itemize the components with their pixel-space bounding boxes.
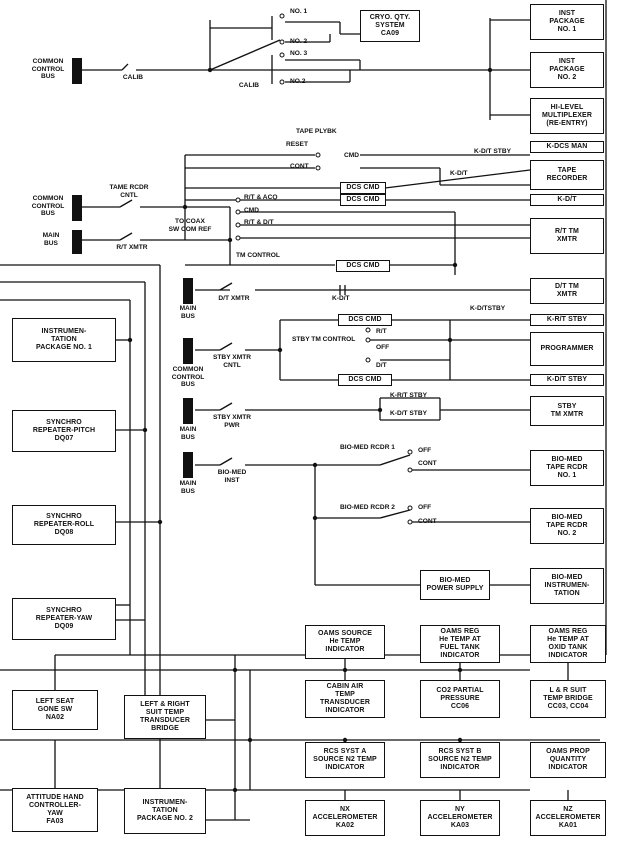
no3-label: NO. 3 — [290, 50, 308, 57]
k-dt-box: K-D/T — [530, 194, 604, 206]
relay-krt-stby: K-R/T STBY — [390, 392, 427, 399]
calib-switch-label: CALIB — [122, 74, 144, 81]
bio-med-rcdr1-label: BIO-MED RCDR 1 — [340, 444, 395, 451]
synchro-repeater-roll-box: SYNCHRO REPEATER-ROLL DQ08 — [12, 505, 116, 545]
relay-kdt2: K-D/T — [332, 295, 350, 302]
main-bus-2-label: MAIN BUS — [179, 305, 197, 320]
oams-reg-fuel-box: OAMS REG He TEMP AT FUEL TANK INDICATOR — [420, 625, 500, 663]
oams-prop-quantity-box: OAMS PROP QUANTITY INDICATOR — [530, 742, 606, 778]
k-rt-stby-box: K-R/T STBY — [530, 314, 604, 326]
cabin-air-temp-box: CABIN AIR TEMP TRANSDUCER INDICATOR — [305, 680, 385, 718]
dt-xmtr-label: D/T XMTR — [218, 295, 250, 302]
co2-partial-pressure-box: CO2 PARTIAL PRESSURE CC06 — [420, 680, 500, 718]
cmd2-label: CMD — [244, 207, 260, 214]
bio-cont1-label: CONT — [418, 460, 437, 467]
dcs-cmd-5-box: DCS CMD — [338, 374, 392, 386]
dt-label: D/T — [376, 362, 387, 369]
programmer-box: PROGRAMMER — [530, 332, 604, 366]
inst-package-1-box: INST PACKAGE NO. 1 — [530, 4, 604, 40]
common-control-bus-1 — [72, 58, 82, 84]
inst-package-2-box: INST PACKAGE NO. 2 — [530, 52, 604, 88]
to-coax-label: TO COAX SW COM REF — [168, 218, 212, 233]
main-bus-1-label: MAIN BUS — [42, 232, 60, 247]
tame-rcdr-label: TAME RCDR CNTL — [109, 184, 149, 199]
dcs-cmd-2-box: DCS CMD — [340, 194, 386, 206]
main-bus-4 — [183, 452, 193, 478]
common-control-bus-3-label: COMMON CONTROL BUS — [171, 366, 205, 388]
bio-med-inst-label: BIO-MED INST — [217, 469, 247, 484]
bio-med-instrumentation-box: BIO-MED INSTRUMEN- TATION — [530, 568, 604, 604]
synchro-repeater-yaw-box: SYNCHRO REPEATER-YAW DQ09 — [12, 598, 116, 640]
rt-label: R/T — [376, 328, 387, 335]
lr-suit-transducer-box: LEFT & RIGHT SUIT TEMP TRANSDUCER BRIDGE — [124, 695, 206, 739]
instrumentation-package-1-box: INSTRUMEN- TATION PACKAGE NO. 1 — [12, 318, 116, 362]
nz-accelerometer-box: NZ ACCELEROMETER KA01 — [530, 800, 606, 836]
off-label: OFF — [376, 344, 390, 351]
common-control-bus-2-label: COMMON CONTROL BUS — [31, 195, 65, 217]
no1-label: NO. 1 — [290, 8, 308, 15]
k-dcs-man-box: K-DCS MAN — [530, 141, 604, 153]
stby-tm-control-label: STBY TM CONTROL — [292, 336, 356, 343]
main-bus-1 — [72, 230, 82, 254]
tm-control-label: TM CONTROL — [236, 252, 280, 259]
bio-med-tape-rcdr-1-box: BIO-MED TAPE RCDR NO. 1 — [530, 450, 604, 486]
synchro-repeater-pitch-box: SYNCHRO REPEATER-PITCH DQ07 — [12, 410, 116, 452]
rt-xmtr-label: R/T XMTR — [116, 244, 148, 251]
stby-tm-xmtr-box: STBY TM XMTR — [530, 396, 604, 426]
rt-tm-xmtr-box: R/T TM XMTR — [530, 218, 604, 254]
bio-med-rcdr2-label: BIO-MED RCDR 2 — [340, 504, 395, 511]
left-seat-gone-box: LEFT SEAT GONE SW NA02 — [12, 690, 98, 730]
dcs-cmd-1-box: DCS CMD — [340, 182, 386, 194]
cmd-label: CMD — [344, 152, 360, 159]
relay-kdt-stby: K-D/T STBY — [474, 148, 511, 155]
nx-accelerometer-box: NX ACCELEROMETER KA02 — [305, 800, 385, 836]
rcs-syst-b-box: RCS SYST B SOURCE N2 TEMP INDICATOR — [420, 742, 500, 778]
bio-off2-label: OFF — [418, 504, 432, 511]
reset-label: RESET — [286, 141, 308, 148]
main-bus-4-label: MAIN BUS — [179, 480, 197, 495]
lr-suit-temp-bridge-box: L & R SUIT TEMP BRIDGE CC03, CC04 — [530, 680, 606, 718]
k-dt-stby-box: K-D/T STBY — [530, 374, 604, 386]
main-bus-3-label: MAIN BUS — [179, 426, 197, 441]
bio-med-power-supply-box: BIO-MED POWER SUPPLY — [420, 570, 490, 600]
dcs-cmd-3-box: DCS CMD — [336, 260, 390, 272]
oams-source-he-temp-box: OAMS SOURCE He TEMP INDICATOR — [305, 625, 385, 659]
bio-cont2-label: CONT — [418, 518, 437, 525]
bio-med-tape-rcdr-2-box: BIO-MED TAPE RCDR NO. 2 — [530, 508, 604, 544]
rt-acq-label: R/T & ACQ — [244, 194, 278, 201]
stby-xmtr-pwr-label: STBY XMTR PWR — [213, 414, 251, 429]
oams-reg-oxid-box: OAMS REG He TEMP AT OXID TANK INDICATOR — [530, 625, 606, 663]
stby-xmtr-cntl-label: STBY XMTR CNTL — [213, 354, 251, 369]
attitude-hand-controller-box: ATTITUDE HAND CONTROLLER- YAW FA03 — [12, 788, 98, 832]
no2-label: NO. 2 — [290, 38, 308, 45]
relay-kdt-tstby: K-D/TSTBY — [470, 305, 506, 312]
dcs-cmd-4-box: DCS CMD — [338, 314, 392, 326]
cont-label: CONT — [290, 163, 309, 170]
ny-accelerometer-box: NY ACCELEROMETER KA03 — [420, 800, 500, 836]
hi-level-multiplexer-box: HI-LEVEL MULTIPLEXER (RE-ENTRY) — [530, 98, 604, 134]
bio-off1-label: OFF — [418, 447, 432, 454]
tape-recorder-box: TAPE RECORDER — [530, 160, 604, 190]
dt-tm-xmtr-box: D/T TM XMTR — [530, 278, 604, 304]
relay-kdt-stby2: K-D/T STBY — [390, 410, 427, 417]
tape-plybk-label: TAPE PLYBK — [296, 128, 337, 135]
common-control-bus-3 — [183, 338, 193, 364]
cryo-qty-system-box: CRYO. QTY. SYSTEM CA09 — [360, 10, 420, 42]
common-control-bus-2 — [72, 195, 82, 221]
main-bus-3 — [183, 398, 193, 424]
instrumentation-package-2-box: INSTRUMEN- TATION PACKAGE NO. 2 — [124, 788, 206, 834]
rt-dt-label: R/T & D/T — [244, 219, 274, 226]
main-bus-2 — [183, 278, 193, 304]
rcs-syst-a-box: RCS SYST A SOURCE N2 TEMP INDICATOR — [305, 742, 385, 778]
calib-switch-2-label: CALIB — [238, 82, 260, 89]
relay-kdt: K-D/T — [450, 170, 468, 177]
common-control-bus-1-label: COMMON CONTROL BUS — [31, 58, 65, 80]
no2b-label: NO.2 — [290, 78, 306, 85]
